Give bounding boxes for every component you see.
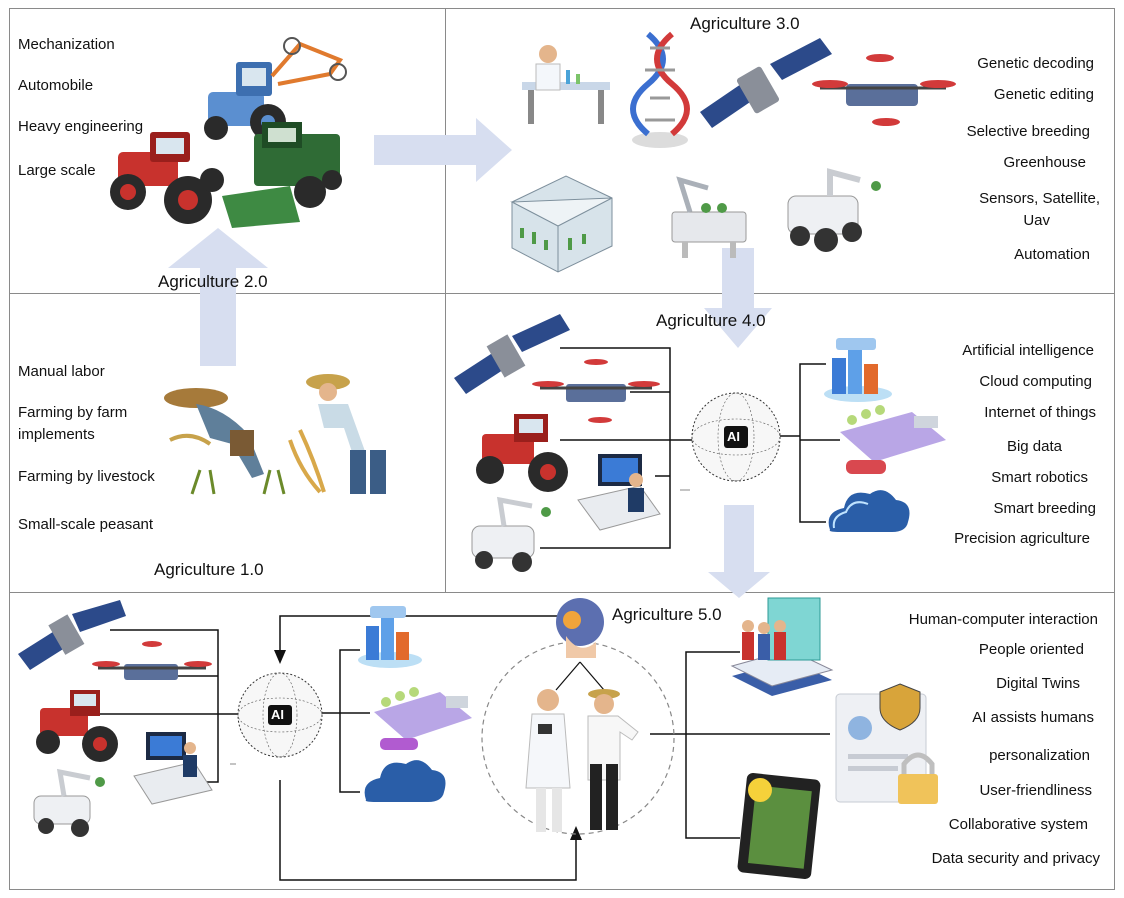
mobile-robot-icon-5 (33, 768, 105, 837)
mobile-robot-icon-4 (471, 496, 551, 572)
arrowhead-to-humans (570, 826, 582, 840)
agri2-item-1: Mechanization (18, 36, 115, 53)
satellite-icon (700, 38, 832, 128)
drone-icon-5 (92, 641, 212, 680)
agri4-item-4: Big data (1006, 438, 1062, 455)
agri3-item-5-line2: Uav (1023, 212, 1050, 229)
agri2-item-2: Automobile (18, 77, 94, 94)
mobile-robot-icon (787, 168, 881, 252)
iot-farm-icon-5 (374, 687, 472, 750)
agri3-item-4: Greenhouse (1003, 154, 1086, 171)
vr-users-icon (730, 597, 834, 696)
agri5-item-6: User-friendliness (979, 782, 1092, 799)
agri1-item-2-line1: Farming by farm (18, 404, 128, 421)
agri5-item-7: Collaborative system (948, 816, 1088, 833)
greenhouse-icon (510, 175, 613, 273)
arrowhead-to-ai (274, 650, 286, 664)
drone-icon-4 (532, 359, 660, 423)
ai-globe-icon-5 (237, 672, 323, 758)
agri1-item-3: Farming by livestock (18, 468, 155, 485)
tractor-icon-4 (476, 414, 568, 492)
agri4-item-7: Precision agriculture (954, 530, 1090, 547)
agri3-item-2: Genetic editing (993, 86, 1094, 103)
scientist-icon (522, 45, 610, 124)
arrow-1-to-2 (168, 228, 268, 366)
iot-farm-icon-4 (840, 405, 946, 474)
human-collaboration-circle (481, 641, 675, 835)
arrow-4-to-5 (708, 505, 770, 598)
drone-icon (812, 54, 956, 126)
agri5-network-lines (100, 615, 830, 881)
tractor-icon-5 (36, 690, 118, 762)
agri2-title: Agriculture 2.0 (158, 272, 268, 291)
agri2-item-3: Heavy engineering (18, 118, 144, 135)
agri5-item-5: personalization (989, 747, 1090, 764)
agri2-item-4: Large scale (18, 162, 96, 179)
agri3-title: Agriculture 3.0 (690, 14, 800, 33)
dna-icon (630, 31, 690, 148)
tablet-icon (737, 773, 821, 879)
big-data-icon-4 (824, 338, 892, 402)
agri4-item-5: Smart robotics (991, 469, 1088, 486)
agri5-title: Agriculture 5.0 (612, 605, 722, 624)
agri1-item-2-line2: implements (18, 426, 95, 443)
robot-head-icon (556, 598, 604, 658)
agri5-item-8: Data security and privacy (931, 850, 1100, 867)
agri5-item-3: Digital Twins (996, 675, 1080, 692)
agri5-item-4: AI assists humans (972, 709, 1094, 726)
agri4-item-2: Cloud computing (979, 373, 1092, 390)
harvester-icon (222, 122, 342, 228)
agri1-title: Agriculture 1.0 (154, 560, 264, 579)
ai-globe-icon-4 (691, 392, 781, 482)
flow-arrows (168, 118, 772, 598)
tractor-icon (110, 132, 224, 224)
agri4-title: Agriculture 4.0 (656, 311, 766, 330)
agri4-item-6: Smart breeding (993, 500, 1096, 517)
agri4-network-lines (540, 347, 840, 549)
computer-user-icon-4 (577, 454, 661, 531)
agri3-item-6: Automation (1014, 246, 1090, 263)
scientist-icon-5 (525, 689, 571, 832)
big-data-icon-5 (358, 606, 422, 668)
ai-hub-label-5: AI (271, 707, 284, 722)
ai-hub-label-4: AI (727, 429, 740, 444)
farmer-icon (164, 374, 386, 495)
agri1-item-4: Small-scale peasant (18, 516, 154, 533)
agri4-item-1: Artificial intelligence (962, 342, 1094, 359)
cloud-icon-4 (828, 490, 910, 532)
satellite-icon-5 (18, 600, 126, 670)
satellite-icon-4 (454, 314, 570, 394)
digital-id-icon (835, 683, 938, 804)
cloud-icon-5 (364, 760, 446, 802)
agri4-item-3: Internet of things (984, 404, 1096, 421)
farmer-icon-5 (587, 689, 639, 830)
robot-arm-icon (671, 176, 747, 258)
agri5-item-1: Human-computer interaction (908, 611, 1098, 628)
agri1-item-1: Manual labor (18, 363, 105, 380)
panel-agriculture-4 (445, 293, 1115, 594)
agri3-item-5-line1: Sensors, Satellite, (979, 190, 1100, 207)
agri5-item-2: People oriented (978, 641, 1084, 658)
computer-user-icon-5 (133, 732, 213, 805)
agri3-item-3: Selective breeding (966, 123, 1090, 140)
arrow-3-to-4 (704, 248, 772, 348)
arrow-2-to-3 (374, 118, 512, 182)
agri3-item-1: Genetic decoding (977, 55, 1094, 72)
